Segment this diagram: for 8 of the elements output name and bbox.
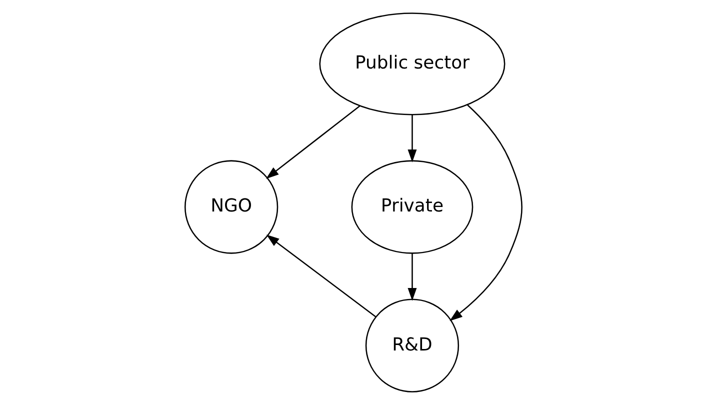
arrow — [266, 105, 360, 179]
node-circle: R&D — [365, 298, 460, 392]
arrow — [266, 234, 376, 318]
arrow — [408, 253, 417, 301]
node-ellipse: Public sector — [319, 12, 506, 116]
arrow — [408, 114, 417, 162]
arrow — [450, 104, 522, 322]
node-ellipse: Private — [351, 160, 474, 254]
